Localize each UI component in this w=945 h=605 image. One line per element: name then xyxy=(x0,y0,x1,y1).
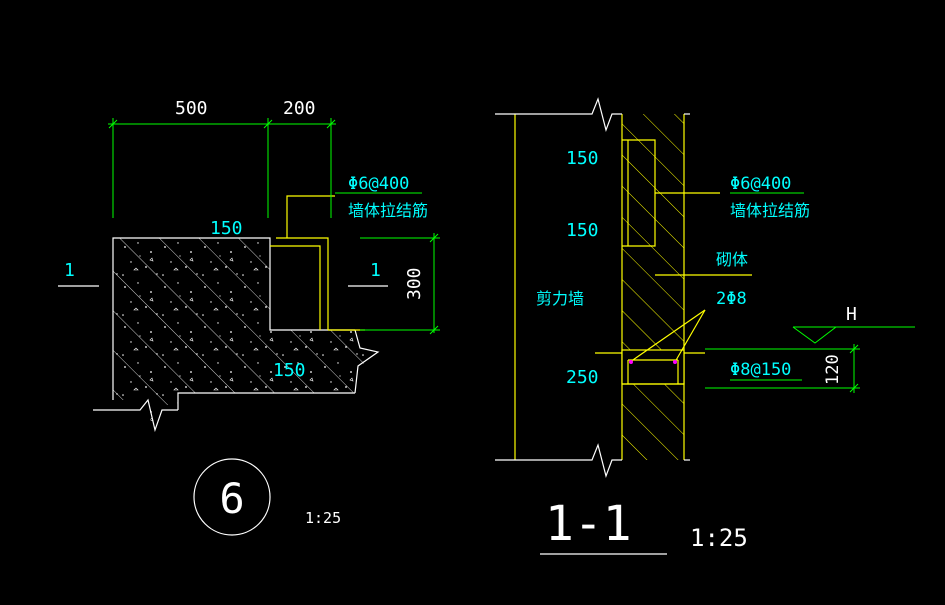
dim-150-bottom-label: 150 xyxy=(273,360,306,381)
right-section: 150 150 250 Φ6@400 墙体拉结筋 砌体 2Φ8 剪力墙 H Φ8… xyxy=(495,97,915,555)
tie-bar-leader xyxy=(286,195,335,238)
masonry-label: 砌体 xyxy=(716,250,748,269)
rebar-dot-left xyxy=(629,360,633,364)
detail-number-circle xyxy=(193,458,271,536)
masonry-lower-hatch xyxy=(622,384,684,460)
rebar-dot-right xyxy=(673,360,677,364)
left-dimensions xyxy=(108,118,440,335)
stirrup-outer xyxy=(276,237,329,330)
dim-150-a-label: 150 xyxy=(566,148,599,169)
dim-200-label: 200 xyxy=(283,98,316,119)
left-rebar-spec: Φ6@400 xyxy=(348,174,409,194)
left-rebar-desc: 墙体拉结筋 xyxy=(348,201,428,220)
dim-250-label: 250 xyxy=(566,367,599,388)
shear-wall-label: 剪力墙 xyxy=(536,289,584,308)
dim-500-label: 500 xyxy=(175,98,208,119)
right-scale: 1:25 xyxy=(690,524,748,552)
dim-150-b-label: 150 xyxy=(566,220,599,241)
left-detail: 500 200 Φ6@400 墙体拉结筋 150 150 300 1 1 6 1… xyxy=(58,98,440,536)
left-scale: 1:25 xyxy=(305,509,341,527)
section-mark-left: 1 xyxy=(64,260,75,281)
level-mark: H xyxy=(846,304,857,325)
right-break-lines xyxy=(495,97,690,478)
masonry-upper-hatch xyxy=(622,114,684,350)
section-mark-right: 1 xyxy=(370,260,381,281)
dim-150-top-label: 150 xyxy=(210,218,243,239)
right-rebar-desc: 墙体拉结筋 xyxy=(730,201,810,220)
right-rebar-spec: Φ6@400 xyxy=(730,174,791,194)
stirrup-spec: Φ8@150 xyxy=(730,360,791,380)
dim-300-label: 300 xyxy=(404,267,425,300)
dim-120-label: 120 xyxy=(823,354,843,385)
left-rebar xyxy=(270,195,365,331)
detail-number: 6 xyxy=(219,474,244,523)
shear-wall xyxy=(514,114,752,460)
left-concrete-body xyxy=(93,237,380,433)
rebar-2phi8-label: 2Φ8 xyxy=(716,289,747,309)
right-level-lines xyxy=(705,192,915,393)
section-title: 1-1 xyxy=(545,496,632,552)
stirrup-inner xyxy=(270,245,321,330)
